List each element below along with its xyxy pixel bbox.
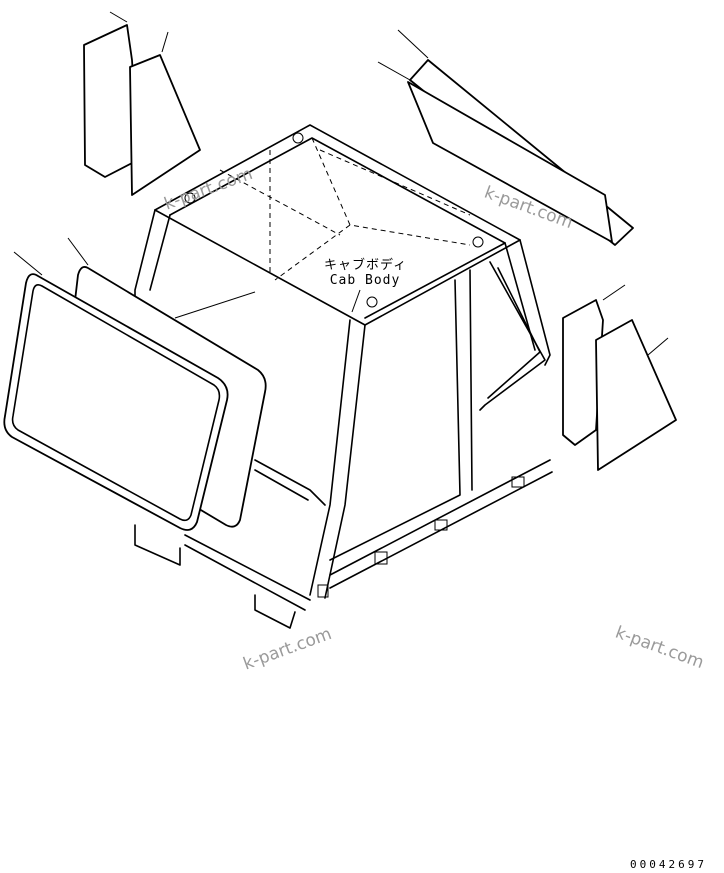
cab-body-leader [351,289,361,313]
front-windshield-assembly [3,237,267,531]
cab-body-label-jp: キャブボディ [324,258,408,273]
cab-body-label: キャブボディ Cab Body [324,258,406,288]
drawing-number: 00042697 [630,858,707,871]
right-side-window-pair [562,284,677,471]
cab-body-frame [134,124,553,629]
left-side-window-pair [83,11,201,196]
cab-body-label-en: Cab Body [329,273,401,288]
roof-glass [377,29,634,246]
